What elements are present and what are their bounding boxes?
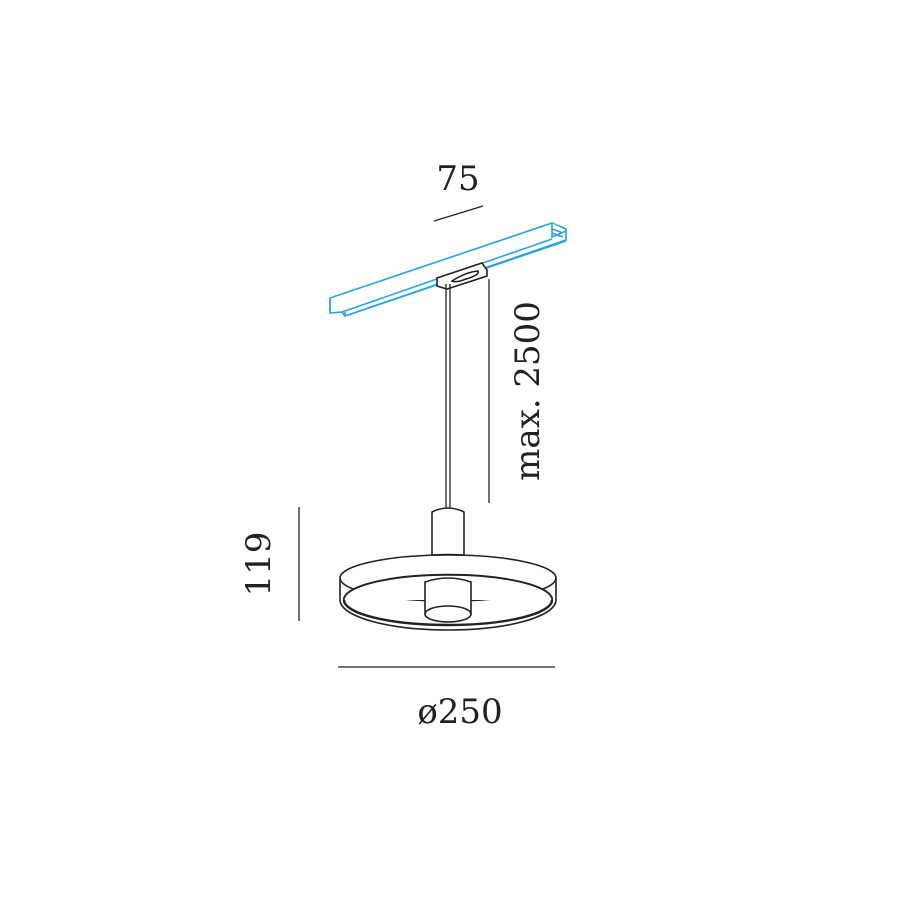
lamp-body bbox=[339, 507, 557, 631]
suspension-cord bbox=[445, 284, 451, 508]
width-dimension-line bbox=[433, 205, 484, 222]
track-width-label: 75 bbox=[436, 159, 479, 199]
height-label: 119 bbox=[239, 532, 279, 597]
dimension-lines bbox=[298, 205, 555, 668]
track-adapter bbox=[436, 262, 488, 290]
diameter-label: ø250 bbox=[417, 692, 502, 732]
max-length-label: max. 2500 bbox=[508, 301, 548, 481]
